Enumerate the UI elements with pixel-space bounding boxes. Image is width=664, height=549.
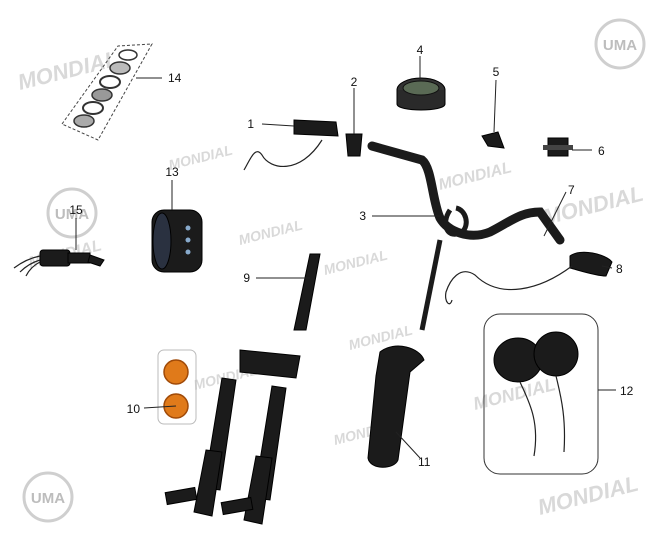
watermark-mondial: MONDIAL <box>540 181 646 230</box>
watermark-group: MONDIAL MONDIAL MONDIAL MONDIAL MONDIAL … <box>15 46 646 520</box>
part-6-handlebar-clamp <box>543 137 573 157</box>
part-2-switch-bracket <box>345 133 363 157</box>
callout-12: 12 <box>620 384 634 398</box>
callout-13: 13 <box>165 165 179 179</box>
callout-3: 3 <box>359 209 366 223</box>
callout-1: 1 <box>247 117 254 131</box>
part-15-ignition-switch <box>13 249 105 277</box>
part-8-right-grip-throttle <box>445 251 613 305</box>
uma-logo: UMA <box>594 18 646 70</box>
callout-8: 8 <box>616 262 623 276</box>
uma-logo-text: UMA <box>603 37 637 54</box>
callout-9: 9 <box>243 271 250 285</box>
callout-15: 15 <box>69 203 83 217</box>
part-1-left-grip <box>243 119 339 171</box>
callout-6: 6 <box>598 144 605 158</box>
uma-logo-text: UMA <box>55 206 89 223</box>
callout-2: 2 <box>351 75 358 89</box>
callout-11: 11 <box>418 455 431 469</box>
callout-labels: 1 2 3 4 5 6 7 8 9 10 11 12 13 14 15 <box>69 43 633 469</box>
part-13-meter-housing <box>151 209 203 273</box>
watermark-mondial: MONDIAL <box>237 217 304 248</box>
part-5-cover-clip <box>481 131 505 149</box>
part-12-mirrors <box>483 313 599 475</box>
watermark-mondial: MONDIAL <box>322 247 389 278</box>
part-14-bearing-kit <box>61 43 153 141</box>
part-3-handlebar <box>367 141 565 331</box>
callout-14: 14 <box>168 71 182 85</box>
uma-logo: UMA <box>22 471 74 523</box>
leader-lines <box>75 56 616 459</box>
watermark-mondial: MONDIAL <box>437 159 514 194</box>
uma-logo-text: UMA <box>31 490 65 507</box>
callout-7: 7 <box>568 183 575 197</box>
part-9-front-fork <box>164 253 321 525</box>
part-10-reflectors <box>157 349 197 425</box>
callout-10: 10 <box>127 402 141 416</box>
callout-5: 5 <box>493 65 500 79</box>
uma-logo: UMA <box>46 187 98 239</box>
part-4-gauge <box>396 77 446 111</box>
part-11-fork-boot <box>367 345 425 468</box>
callout-4: 4 <box>417 43 424 57</box>
watermark-mondial: MONDIAL <box>535 471 641 520</box>
